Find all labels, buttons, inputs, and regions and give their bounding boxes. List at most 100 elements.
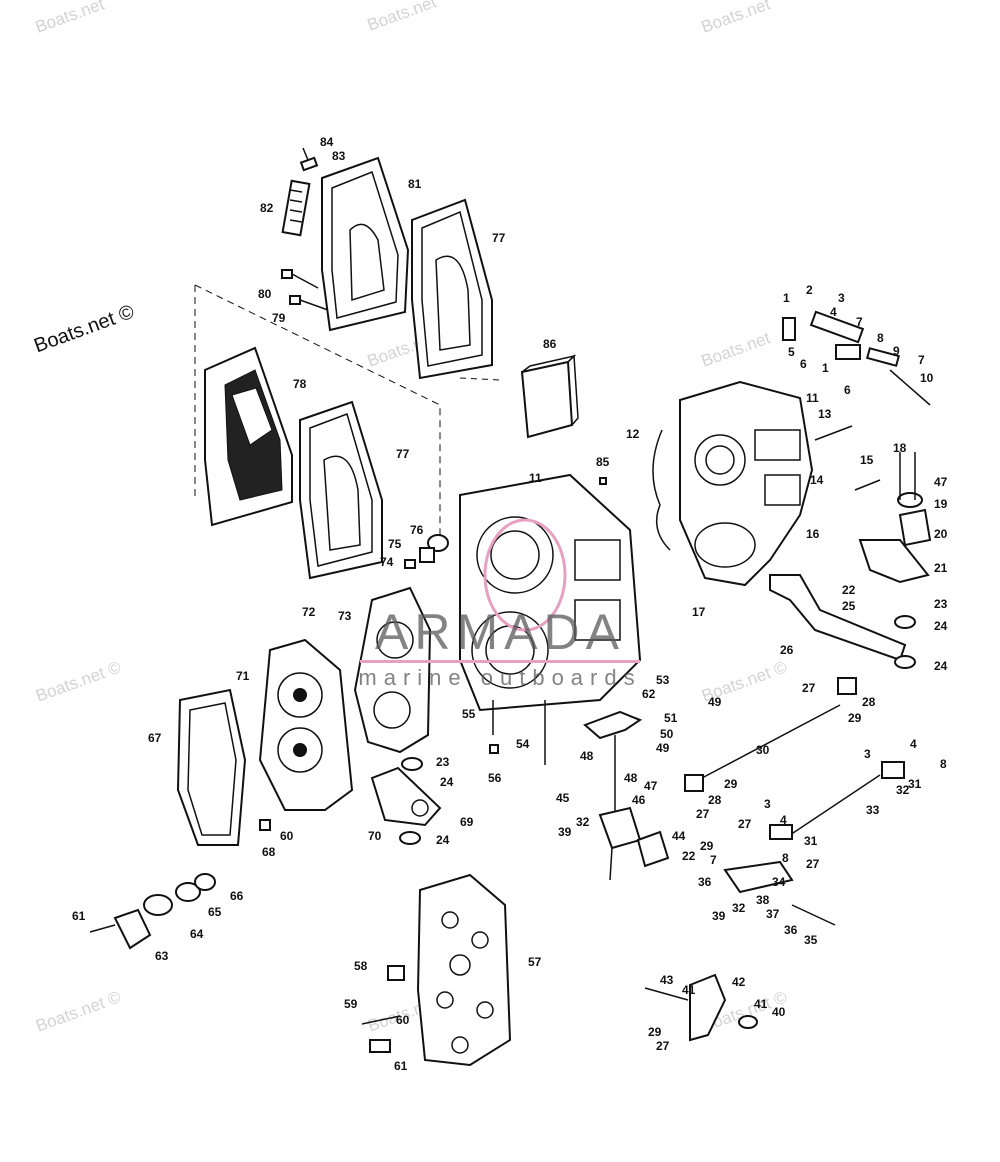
callout-label: 53 <box>656 673 670 687</box>
callout-label: 14 <box>810 473 824 487</box>
callout-label: 16 <box>806 527 820 541</box>
callout-label: 23 <box>934 597 948 611</box>
callout-label: 7 <box>856 315 863 329</box>
part-86-label <box>520 354 579 439</box>
part-44-bracket <box>636 830 670 868</box>
callout-label: 24 <box>934 619 948 633</box>
callout-label: 35 <box>804 933 818 947</box>
callout-label: 1 <box>783 291 790 305</box>
part-25-arm <box>769 574 916 669</box>
part-66-seal <box>194 873 216 891</box>
callout-label: 29 <box>724 777 738 791</box>
callout-label: 73 <box>338 609 352 623</box>
callout-label: 27 <box>656 1039 670 1053</box>
callout-label: 24 <box>436 833 450 847</box>
callout-label: 12 <box>626 427 640 441</box>
part-56-nut <box>489 744 499 754</box>
part-70-bracket <box>370 766 442 827</box>
part-24-mount <box>399 831 421 845</box>
callout-label: 50 <box>660 727 674 741</box>
callout-label: 20 <box>934 527 948 541</box>
callout-label: 60 <box>396 1013 410 1027</box>
part-65-thermostat <box>175 882 201 902</box>
callout-label: 28 <box>708 793 722 807</box>
part-84-bolt <box>299 147 319 172</box>
part-85-plug <box>599 477 607 485</box>
callout-label: 69 <box>460 815 474 829</box>
part-11-crankcase <box>459 473 642 712</box>
callout-label: 24 <box>934 659 948 673</box>
part-64-gasket <box>143 894 173 916</box>
callout-label: 41 <box>754 997 768 1011</box>
part-59-bolt <box>361 1015 401 1025</box>
callout-label: 47 <box>934 475 948 489</box>
callout-label: 39 <box>558 825 572 839</box>
callout-label: 32 <box>896 783 910 797</box>
callout-label: 31 <box>908 777 922 791</box>
callout-label: 23 <box>436 755 450 769</box>
callout-label: 27 <box>802 681 816 695</box>
part-81-exhaust-cover <box>321 156 410 332</box>
callout-label: 7 <box>918 353 925 367</box>
callout-label: 57 <box>528 955 542 969</box>
callout-label: 60 <box>280 829 294 843</box>
part-63-thermostat-cover <box>89 908 152 950</box>
part-79-bolt <box>289 295 329 311</box>
callout-label: 8 <box>940 757 947 771</box>
callout-label: 4 <box>780 813 787 827</box>
brand-divider <box>360 660 640 663</box>
part-61-plug <box>369 1039 391 1053</box>
part-30-rod <box>701 704 841 779</box>
brand-logo: ARMADA marine outboards <box>350 606 650 691</box>
part-77-gasket-upper <box>411 198 493 380</box>
callout-label: 58 <box>354 959 368 973</box>
callout-label: 26 <box>780 643 794 657</box>
part-11-crankcase-upper <box>679 380 814 587</box>
callout-label: 78 <box>293 377 307 391</box>
callout-label: 80 <box>258 287 272 301</box>
callout-label: 43 <box>660 973 674 987</box>
callout-label: 9 <box>893 344 900 358</box>
callout-label: 31 <box>804 834 818 848</box>
callout-label: 1 <box>822 361 829 375</box>
callout-label: 70 <box>368 829 382 843</box>
part-75-fitting <box>404 534 449 569</box>
callout-label: 84 <box>320 135 334 149</box>
callout-label: 45 <box>556 791 570 805</box>
part-71-intake <box>258 638 354 811</box>
callout-label: 25 <box>842 599 856 613</box>
callout-label: 37 <box>766 907 780 921</box>
callout-label: 77 <box>492 231 506 245</box>
callout-label: 32 <box>576 815 590 829</box>
callout-label: 19 <box>934 497 948 511</box>
callout-label: 67 <box>148 731 162 745</box>
callout-label: 62 <box>642 687 656 701</box>
callout-label: 66 <box>230 889 244 903</box>
part-78-inner-cover <box>204 346 293 527</box>
callout-label: 42 <box>732 975 746 989</box>
callout-label: 27 <box>696 807 710 821</box>
callout-label: 55 <box>462 707 476 721</box>
callout-label: 82 <box>260 201 274 215</box>
callout-label: 39 <box>712 909 726 923</box>
callout-label: 75 <box>388 537 402 551</box>
callout-label: 48 <box>580 749 594 763</box>
callout-label: 5 <box>788 345 795 359</box>
callout-label: 38 <box>756 893 770 907</box>
part-31-joint <box>881 761 905 779</box>
callout-label: 11 <box>806 391 819 405</box>
part-37-screw <box>791 904 836 926</box>
part-77-gasket-lower <box>299 400 383 580</box>
callout-label: 61 <box>394 1059 408 1073</box>
callout-label: 29 <box>700 839 714 853</box>
callout-label: 32 <box>732 901 746 915</box>
callout-label: 18 <box>893 441 907 455</box>
linkage-top-right <box>782 310 931 406</box>
callout-label: 8 <box>782 851 789 865</box>
callout-label: 46 <box>632 793 646 807</box>
callout-label: 40 <box>772 1005 786 1019</box>
callout-label: 86 <box>543 337 557 351</box>
part-31-joint <box>769 824 793 840</box>
callout-label: 76 <box>410 523 424 537</box>
part-57-cylinder-head <box>416 873 512 1067</box>
